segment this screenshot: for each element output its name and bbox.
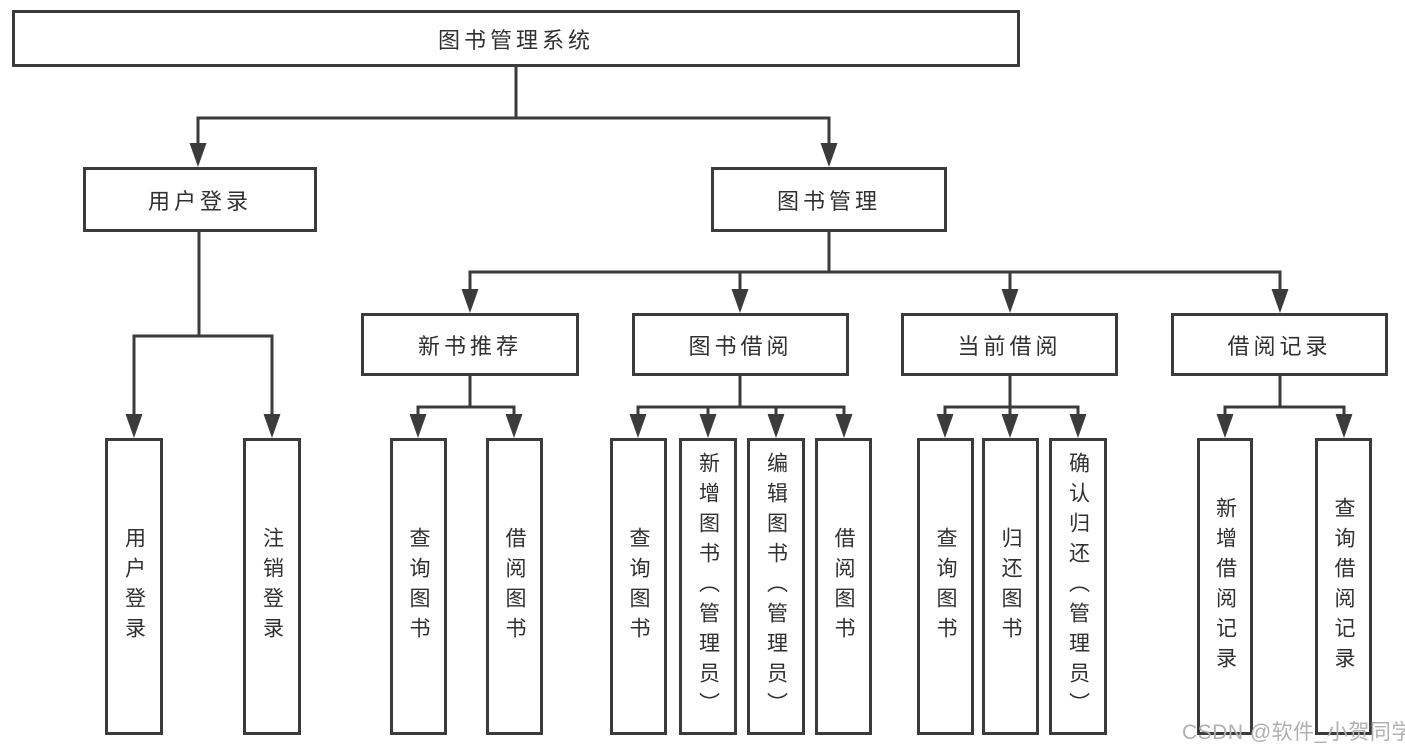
- leaf-borrow-books-label: 借阅图书: [832, 526, 855, 647]
- leaf-edit-book-admin: 编辑图书（管理员）: [747, 438, 805, 735]
- node-borrowing-records: 借阅记录: [1171, 313, 1388, 376]
- node-root: 图书管理系统: [12, 10, 1020, 67]
- node-book-management-label: 图书管理: [776, 188, 881, 214]
- leaf-query-borrow-record: 查询借阅记录: [1315, 438, 1372, 735]
- leaf-logout: 注销登录: [243, 438, 301, 735]
- leaf-borrow-books: 借阅图书: [815, 438, 872, 735]
- leaf-add-borrow-record-label: 新增借阅记录: [1213, 496, 1237, 677]
- node-book-borrowing: 图书借阅: [632, 313, 849, 376]
- leaf-borrow-books-recommend: 借阅图书: [486, 438, 543, 735]
- leaf-borrow-books-recommend-label: 借阅图书: [503, 526, 526, 647]
- leaf-edit-book-admin-label: 编辑图书（管理员）: [764, 451, 788, 722]
- leaf-user-login: 用户登录: [105, 438, 163, 735]
- node-new-book-recommend-label: 新书推荐: [417, 333, 522, 359]
- node-new-book-recommend: 新书推荐: [361, 313, 579, 376]
- leaf-add-book-admin: 新增图书（管理员）: [679, 438, 737, 735]
- leaf-query-books-current: 查询图书: [917, 438, 974, 735]
- leaf-query-books-recommend-label: 查询图书: [407, 526, 430, 647]
- leaf-return-book: 归还图书: [982, 438, 1039, 735]
- node-current-borrowing-label: 当前借阅: [957, 333, 1062, 359]
- leaf-query-books-recommend: 查询图书: [390, 438, 447, 735]
- node-borrowing-records-label: 借阅记录: [1227, 333, 1332, 359]
- leaf-query-books-borrowing: 查询图书: [610, 438, 667, 735]
- node-user-login: 用户登录: [83, 167, 317, 232]
- watermark-text: CSDN @软件_小贺同学: [1182, 721, 1405, 744]
- node-book-management: 图书管理: [711, 167, 947, 232]
- node-user-login-label: 用户登录: [147, 188, 252, 214]
- node-root-label: 图书管理系统: [437, 27, 594, 53]
- leaf-confirm-return-admin: 确认归还（管理员）: [1049, 438, 1107, 735]
- arrowheads: [125, 143, 1353, 438]
- leaf-confirm-return-admin-label: 确认归还（管理员）: [1066, 451, 1090, 722]
- leaf-query-borrow-record-label: 查询借阅记录: [1332, 496, 1355, 677]
- leaf-return-book-label: 归还图书: [999, 526, 1022, 647]
- leaf-logout-label: 注销登录: [260, 526, 284, 647]
- leaf-add-book-admin-label: 新增图书（管理员）: [696, 451, 720, 722]
- node-book-borrowing-label: 图书借阅: [688, 333, 793, 359]
- node-current-borrowing: 当前借阅: [901, 313, 1118, 376]
- leaf-query-books-borrowing-label: 查询图书: [627, 526, 650, 647]
- leaf-user-login-label: 用户登录: [122, 526, 146, 647]
- leaf-query-books-current-label: 查询图书: [934, 526, 957, 647]
- leaf-add-borrow-record: 新增借阅记录: [1197, 438, 1253, 735]
